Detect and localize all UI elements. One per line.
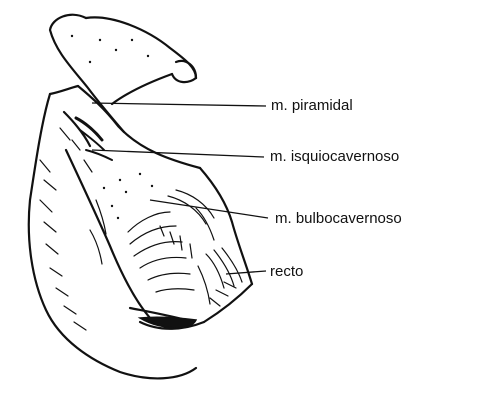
stipple-marks xyxy=(71,35,153,219)
label-recto: recto xyxy=(270,263,303,281)
isquiocavernoso-band xyxy=(76,118,112,160)
left-fold-shading xyxy=(40,128,106,330)
leader-lines xyxy=(92,103,268,274)
bulbocavernoso-shading xyxy=(128,190,214,292)
leader-line-isquiocavernoso xyxy=(92,150,264,157)
label-bulbocavernoso: m. bulbocavernoso xyxy=(275,210,402,228)
penis-shaft-drawing xyxy=(50,15,196,132)
recto-shading xyxy=(198,248,242,306)
leader-line-recto xyxy=(226,271,266,274)
leader-line-bulbocavernoso xyxy=(150,200,268,218)
label-piramidal: m. piramidal xyxy=(271,97,353,115)
leader-line-piramidal xyxy=(92,103,266,106)
label-isquiocavernoso: m. isquiocavernoso xyxy=(270,148,399,166)
